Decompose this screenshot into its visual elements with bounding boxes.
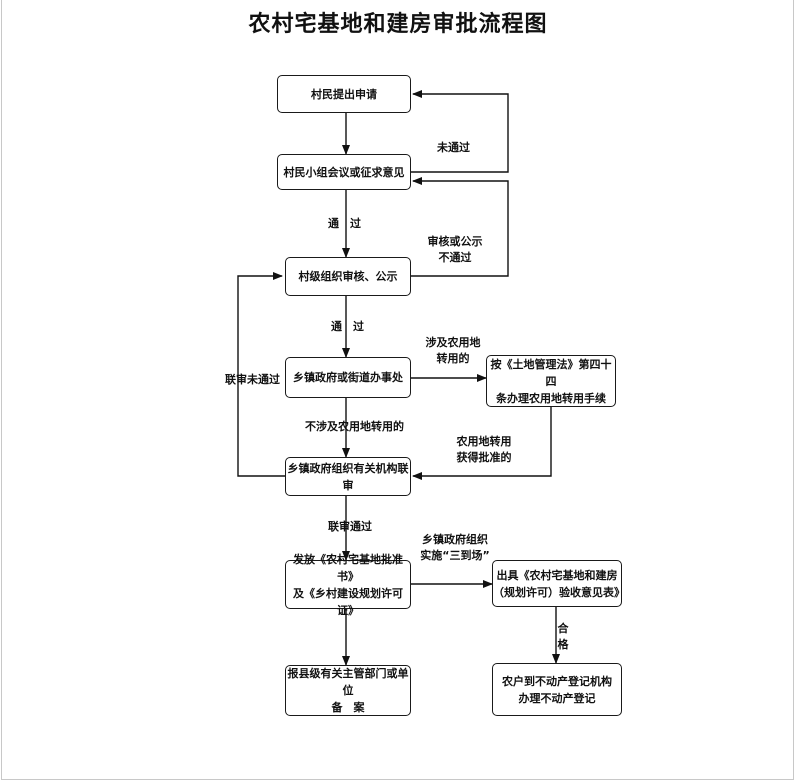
page-title: 农村宅基地和建房审批流程图 [248,11,548,37]
label-joint-pass: 联审通过 [328,520,372,533]
node-group-meeting: 村民小组会议或征求意见 [277,154,411,190]
label-joint-fail: 联审未通过 [225,373,280,386]
node-village-review: 村级组织审核、公示 [285,257,411,296]
node-land-law-procedure: 按《土地管理法》第四十四 条办理农用地转用手续 [486,355,616,407]
label-review-fail: 审核或公示 不通过 [427,235,483,264]
label-involves-farmland: 涉及农用地 转用的 [425,336,481,365]
label-three-visits: 乡镇政府组织 实施“三到场” [420,533,490,562]
label-qualified: 合 格 [557,622,569,651]
edge-joint-fail-loop [237,272,285,477]
label-pass-1: 通 过 [328,217,361,230]
node-issue-permit: 发放《农村宅基地批准书》 及《乡村建设规划许可证》 [285,553,411,617]
edge-meeting-fail-loop [410,90,509,173]
label-farmland-approved: 农用地转用 获得批准的 [456,435,512,464]
label-pass-2: 通 过 [331,320,364,333]
node-acceptance-form: 出具《农村宅基地和建房 （规划许可）验收意见表》 [492,560,625,607]
node-township-office: 乡镇政府或街道办事处 [285,357,411,398]
label-not-passed: 未通过 [437,141,470,154]
label-no-farmland: 不涉及农用地转用的 [305,420,404,433]
node-joint-review: 乡镇政府组织有关机构联审 [285,457,411,496]
edge-landlaw-to-joint [412,407,552,480]
node-villager-apply: 村民提出申请 [277,75,411,113]
node-county-record: 报县级有关主管部门或单位 备 案 [285,665,411,716]
node-property-register: 农户到不动产登记机构 办理不动产登记 [492,663,622,716]
edge-review-fail-loop [410,177,509,277]
